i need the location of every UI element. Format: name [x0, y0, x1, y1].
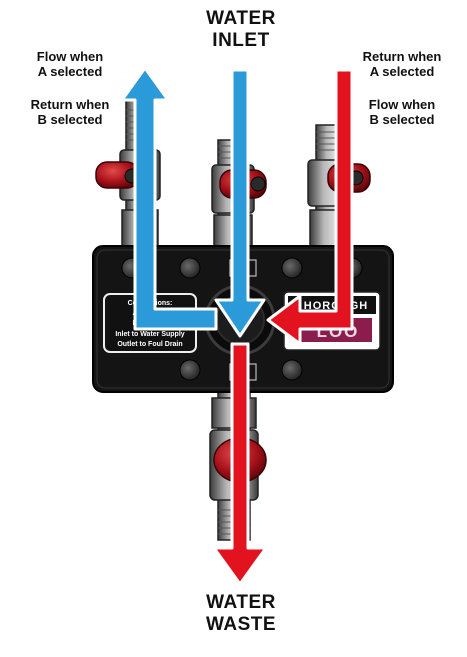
return-when-b-line-1: Return when: [30, 97, 110, 112]
return-when-a-label: Return when A selected: [352, 49, 452, 80]
connections-line-4: Inlet to Water Supply: [115, 331, 184, 338]
flow-when-b-line-1: Flow when: [368, 97, 436, 112]
return-when-b-line-2: B selected: [37, 111, 103, 127]
valve-handle-left: [95, 161, 140, 189]
blue-flow-arrows: [120, 66, 266, 338]
connections-line-5: Outlet to Foul Drain: [117, 341, 182, 348]
return-when-a-line-1: Return when: [362, 49, 442, 64]
red-flow-arrows: [212, 68, 354, 586]
flow-when-b-label: Flow when B selected: [352, 97, 452, 128]
flow-when-b-line-2: B selected: [369, 111, 435, 127]
water-waste-line-1: WATER: [206, 592, 276, 613]
red-waste-arrow: [212, 342, 268, 586]
water-waste-line-2: WASTE: [205, 613, 277, 635]
water-inlet-label: WATER INLET: [196, 8, 286, 52]
blue-up-arrow: [120, 66, 218, 331]
flow-when-a-line-2: A selected: [37, 63, 103, 79]
flow-when-a-line-1: Flow when: [36, 49, 104, 64]
return-when-b-label: Return when B selected: [20, 97, 120, 128]
water-inlet-line-1: WATER: [206, 8, 276, 29]
blue-down-arrow: [214, 68, 266, 338]
water-inlet-line-2: INLET: [212, 29, 270, 51]
red-return-arrow: [266, 68, 354, 346]
return-when-a-line-2: A selected: [369, 63, 435, 79]
water-waste-label: WATER WASTE: [193, 592, 289, 636]
flow-when-a-label: Flow when A selected: [20, 49, 120, 80]
